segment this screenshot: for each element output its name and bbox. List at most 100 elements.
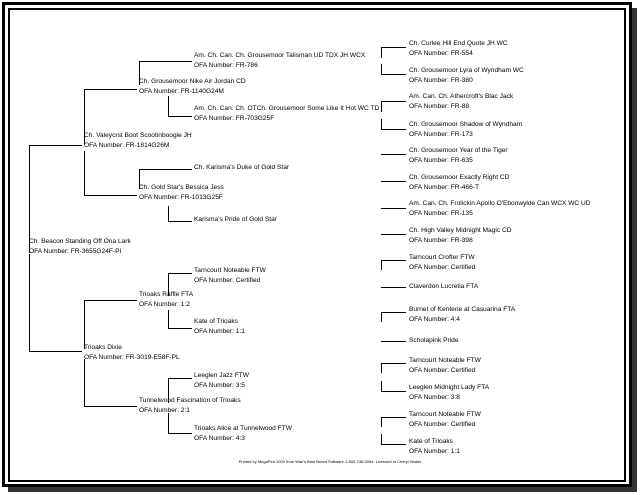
- ofa-number: OFA Number: FR-380: [409, 77, 473, 84]
- dog-name: Tarncourt Crofter FTW: [409, 254, 475, 261]
- connector-line: [381, 129, 406, 130]
- inner-border: [8, 8, 626, 482]
- great-grandparent-entry: Kate of Trioaks OFA Number: 1:1: [194, 317, 245, 337]
- grandparent-entry: Ch. Grousemoor Nike Air Jordan CD OFA Nu…: [139, 77, 246, 97]
- dog-name: Am. Ch. Can. Ch. OTCh. Grousemoor Some L…: [194, 105, 380, 112]
- connector-line: [381, 260, 406, 261]
- connector-line: [168, 116, 192, 117]
- connector-line: [84, 195, 137, 196]
- connector-line: [381, 417, 382, 427]
- dog-name: Kate of Trioaks: [409, 438, 453, 445]
- ofa-number: OFA Number: 1:1: [409, 448, 460, 455]
- dog-name: Ch. High Valley Midnight Magic CD: [409, 227, 512, 234]
- great-great-grandparent-entry: Scholapink Pride: [409, 336, 458, 346]
- great-grandparent-entry: Trioaks Alice at Tunnelwood FTW OFA Numb…: [194, 424, 292, 444]
- connector-line: [84, 89, 85, 144]
- sire-name: Ch. Valeycrst Boot Scootinboogie JH: [84, 132, 192, 139]
- sire-ofa: OFA Number: FR-1814G26M: [84, 142, 170, 149]
- connector-line: [168, 221, 192, 222]
- great-grandparent-entry: Leeglen Jazz FTW OFA Number: 3:5: [194, 371, 249, 391]
- connector-line: [168, 96, 169, 116]
- connector-line: [168, 378, 169, 403]
- connector-line: [139, 169, 140, 189]
- connector-line: [139, 169, 192, 170]
- grandparent-entry: Tunnelwood Fascination of Trioaks OFA Nu…: [139, 396, 241, 416]
- connector-line: [381, 417, 406, 418]
- right-shadow: [632, 8, 637, 492]
- dog-name: Karisma's Pride of Gold Star: [194, 216, 277, 223]
- dog-name: Scholapink Pride: [409, 337, 459, 344]
- ofa-number: OFA Number: FR-173: [409, 131, 473, 138]
- great-grandparent-entry: Karisma's Pride of Gold Star: [194, 215, 277, 225]
- ofa-number: OFA Number: FR-398: [409, 237, 473, 244]
- dog-name: Leeglen Jazz FTW: [194, 372, 249, 379]
- connector-line: [168, 310, 169, 328]
- dog-name: Am. Can. Ch. Frolickin Apollo O'Ebonwyld…: [409, 200, 591, 207]
- ofa-number: OFA Number: FR-1013G25F: [139, 194, 223, 201]
- connector-line: [168, 328, 192, 329]
- dog-name: Ch. Grousemoor Year of the Tiger: [409, 147, 508, 154]
- dog-name: Trioaks Raffle FTA: [139, 291, 194, 298]
- connector-line: [381, 181, 406, 182]
- ofa-number: OFA Number: Certified: [409, 367, 476, 374]
- connector-line: [168, 433, 192, 434]
- ofa-number: OFA Number: FR-88: [409, 103, 470, 110]
- connector-line: [381, 234, 406, 235]
- connector-line: [381, 64, 382, 74]
- ofa-number: OFA Number: 1:2: [139, 301, 190, 308]
- connector-line: [84, 359, 85, 406]
- ofa-number: OFA Number: 1:1: [194, 328, 245, 335]
- great-great-grandparent-entry: Ch. Curlee Hill End Quote JH WC OFA Numb…: [409, 39, 508, 59]
- ofa-number: OFA Number: FR-135: [409, 210, 473, 217]
- dog-name: Ch. Grousemoor Nike Air Jordan CD: [139, 78, 246, 85]
- great-great-grandparent-entry: Am. Can. Ch. Athercroft's Blac Jack OFA …: [409, 92, 513, 112]
- connector-line: [29, 254, 30, 351]
- connector-line: [168, 413, 169, 433]
- ofa-number: OFA Number: 4:3: [194, 435, 245, 442]
- great-great-grandparent-entry: Claverdon Lucretia FTA: [409, 282, 478, 292]
- grandparent-entry: Ch. Gold Star's Bessica Jess OFA Number:…: [139, 183, 224, 203]
- connector-line: [381, 363, 406, 364]
- dog-name: Kate of Trioaks: [194, 318, 238, 325]
- connector-line: [168, 273, 192, 274]
- connector-line: [381, 391, 406, 392]
- ofa-number: OFA Number: FR-1140G24M: [139, 88, 224, 95]
- bottom-shadow: [8, 487, 637, 492]
- connector-line: [381, 444, 406, 445]
- connector-line: [381, 101, 406, 102]
- connector-line: [29, 145, 30, 253]
- connector-line: [381, 208, 406, 209]
- ofa-number: OFA Number: Certified: [194, 277, 261, 284]
- connector-line: [84, 300, 85, 349]
- dog-name: Ch. Gold Star's Bessica Jess: [139, 184, 224, 191]
- grandparent-entry: Trioaks Raffle FTA OFA Number: 1:2: [139, 290, 193, 310]
- connector-line: [168, 206, 169, 221]
- great-great-grandparent-entry: Kate of Trioaks OFA Number: 1:1: [409, 437, 460, 457]
- footer-credit: Printed by MegaPed 2000 from Wan's Best …: [238, 459, 422, 464]
- dog-name: Ch. Grousemoor Exactly Right CD: [409, 174, 510, 181]
- great-great-grandparent-entry: Tarncourt Crofter FTW OFA Number: Certif…: [409, 253, 475, 273]
- ofa-number: OFA Number: FR-554: [409, 50, 473, 57]
- connector-line: [381, 260, 382, 270]
- dam-entry: Trioaks Dixie OFA Number: FR-3019-E58F-P…: [84, 343, 180, 363]
- connector-line: [139, 61, 140, 85]
- dog-name: Tarncourt Noteable FTW: [194, 267, 266, 274]
- ofa-number: OFA Number: Certified: [409, 264, 476, 271]
- great-great-grandparent-entry: Ch. Grousemoor Shadow of Wyndham OFA Num…: [409, 120, 522, 140]
- connector-line: [381, 74, 406, 75]
- connector-line: [381, 341, 406, 342]
- ofa-number: OFA Number: FR-635: [409, 157, 473, 164]
- dam-name: Trioaks Dixie: [84, 344, 122, 351]
- connector-line: [381, 154, 406, 155]
- great-great-grandparent-entry: Ch. High Valley Midnight Magic CD OFA Nu…: [409, 226, 512, 246]
- ofa-number: OFA Number: 3:5: [194, 382, 245, 389]
- great-great-grandparent-entry: Ch. Grousemoor Year of the Tiger OFA Num…: [409, 146, 508, 166]
- ofa-number: OFA Number: FR-466-T: [409, 184, 479, 191]
- dog-name: Ch. Grousemoor Shadow of Wyndham: [409, 121, 523, 128]
- dog-name: Tunnelwood Fascination of Trioaks: [139, 397, 241, 404]
- connector-line: [381, 287, 406, 288]
- connector-line: [381, 363, 382, 373]
- dog-name: Ch. Karisma's Duke of Gold Star: [194, 164, 290, 171]
- connector-line: [84, 406, 137, 407]
- dog-name: Ch. Curlee Hill End Quote JH WC: [409, 40, 508, 47]
